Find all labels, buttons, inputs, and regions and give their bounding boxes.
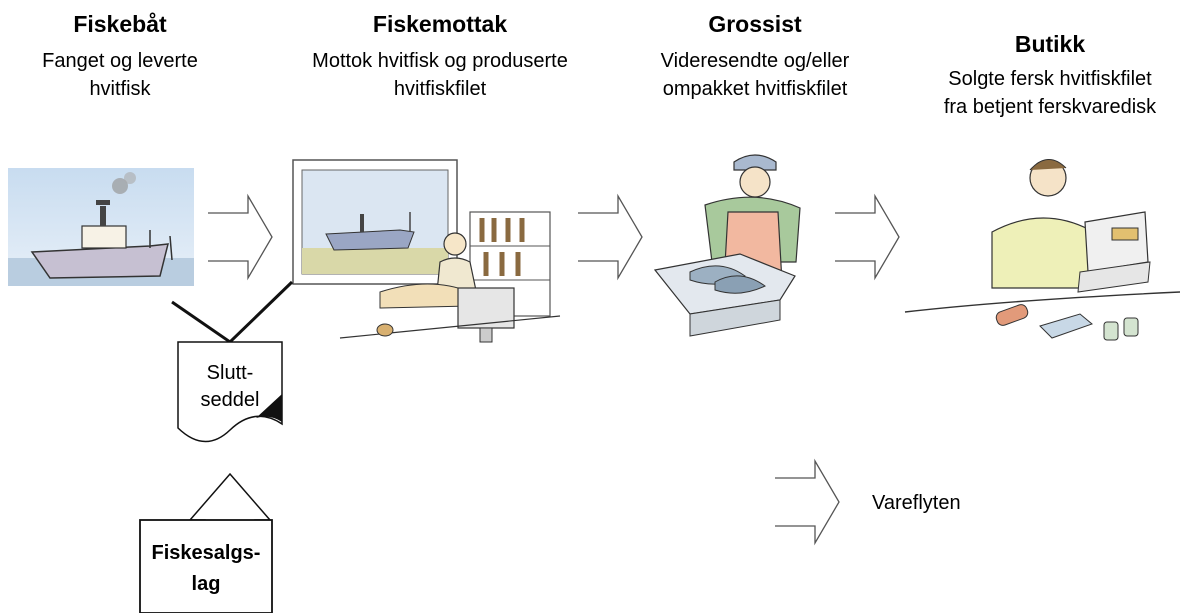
stage-title-fiskemottak: Fiskemottak — [372, 11, 508, 37]
stage-desc-fiskebat-line1: Fanget og leverte — [42, 50, 198, 72]
sales-org-box — [139, 519, 273, 613]
document-label-line2: seddel — [200, 389, 260, 411]
stage-desc-butikk-line1: Solgte fersk hvitfiskfilet — [948, 68, 1152, 90]
shop-cashier-icon — [904, 159, 1181, 341]
fishing-boat-icon — [8, 168, 194, 286]
stage-desc-butikk-line2: fra betjent ferskvaredisk — [943, 96, 1157, 118]
sales-org-label-line1: Fiskesalgs- — [151, 542, 261, 564]
stage-title-fiskebat: Fiskebåt — [73, 11, 167, 37]
document-icon — [177, 341, 283, 443]
stage-desc-fiskemottak-line1: Mottok hvitfisk og produserte — [312, 50, 568, 72]
fish-receiving-office-icon — [292, 159, 561, 343]
sales-org-label-line2: lag — [191, 573, 221, 595]
stage-desc-fiskebat-line2: hvitfisk — [89, 78, 151, 100]
stage-desc-grossist-line2: ompakket hvitfiskfilet — [662, 78, 848, 100]
stage-desc-fiskemottak-line2: hvitfiskfilet — [393, 78, 487, 100]
stage-title-butikk: Butikk — [1014, 31, 1086, 57]
legend-label: Vareflyten — [872, 492, 961, 514]
legend-flow-arrow-icon — [775, 458, 840, 546]
stage-title-grossist: Grossist — [708, 11, 802, 37]
wholesaler-worker-icon — [653, 154, 801, 337]
flow-arrow-1-icon — [208, 193, 273, 281]
document-connector-lines — [171, 280, 294, 344]
stage-desc-grossist-line1: Videresendte og/eller — [660, 50, 850, 72]
flow-arrow-3-icon — [835, 193, 900, 281]
flow-arrow-2-icon — [578, 193, 643, 281]
document-label-line1: Slutt- — [206, 362, 254, 384]
